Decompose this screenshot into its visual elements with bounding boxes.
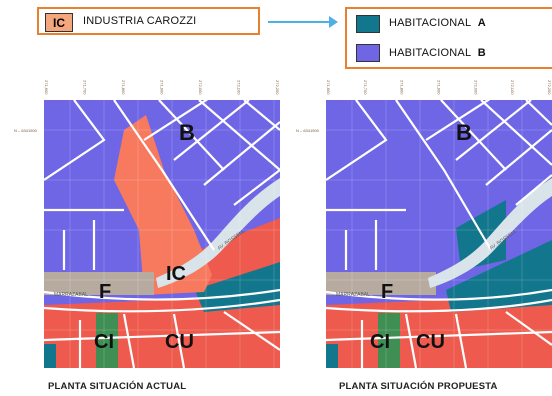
coord-tick: 271,600 xyxy=(326,80,331,95)
map-actual: 271,600 B IC F CI CU AV. ROSSELL MARRAZA… xyxy=(44,100,280,368)
coord-tick: 271,700 xyxy=(82,80,88,95)
coord-side-left: N – 6341500 xyxy=(14,128,37,133)
legend-hab-b-label: HABITACIONAL B xyxy=(389,47,486,59)
coord-tick: 271,900 xyxy=(436,80,442,95)
coord-tick: 271,700 xyxy=(362,80,368,95)
zone-ci-label: CI xyxy=(94,331,114,353)
coords-top-propuesta: 271,600 271,700 271,800 271,900 272,000 … xyxy=(326,80,552,100)
legend-ic-label: INDUSTRIA CAROZZI xyxy=(83,15,197,27)
coord-tick: 272,200 xyxy=(546,80,552,95)
street-marr-propuesta: MARRAZABAL xyxy=(336,292,370,298)
coord-tick: 272,100 xyxy=(510,80,516,95)
coord-tick: 271,900 xyxy=(159,80,165,95)
zone-cu-label: CU xyxy=(165,331,194,353)
legend-habitacional: HABITACIONAL A HABITACIONAL B xyxy=(345,7,552,69)
zone-f-label: F xyxy=(99,281,111,303)
zone-ci-label-propuesta: CI xyxy=(370,331,390,353)
map-propuesta: B F CI CU AV. ROSSELL MARRAZABAL xyxy=(326,100,552,368)
coord-tick: 272,200 xyxy=(275,80,280,95)
coord-tick: 272,100 xyxy=(236,80,242,95)
coord-tick: 271,600 xyxy=(44,80,49,95)
legend-ic-chip: IC xyxy=(45,13,73,32)
zone-b-label: B xyxy=(179,120,195,145)
coords-top-actual: 271,600 271,700 271,800 271,900 272,000 … xyxy=(44,80,280,100)
coord-tick: 272,000 xyxy=(198,80,203,95)
legend-swatch-b xyxy=(356,44,380,62)
street-marr: MARRAZABAL xyxy=(54,292,88,298)
legend-hab-a-label: HABITACIONAL A xyxy=(389,17,486,29)
zone-f-label-propuesta: F xyxy=(381,281,393,303)
coord-tick: 272,000 xyxy=(473,80,479,95)
zone-ic-label: IC xyxy=(166,263,186,285)
coord-tick: 271,800 xyxy=(121,80,126,95)
zone-cu-label-propuesta: CU xyxy=(416,331,445,353)
arrow-icon xyxy=(268,21,332,23)
caption-actual: PLANTA SITUACIÓN ACTUAL xyxy=(48,381,187,392)
zone-b-label-propuesta: B xyxy=(456,120,472,145)
coord-tick: 271,800 xyxy=(399,80,405,95)
legend-swatch-a xyxy=(356,15,380,33)
caption-propuesta: PLANTA SITUACIÓN PROPUESTA xyxy=(339,381,498,392)
legend-industrial: IC INDUSTRIA CAROZZI xyxy=(37,7,260,35)
arrow-head-icon xyxy=(329,16,338,28)
coord-side-right: N – 6341500 xyxy=(296,128,319,133)
